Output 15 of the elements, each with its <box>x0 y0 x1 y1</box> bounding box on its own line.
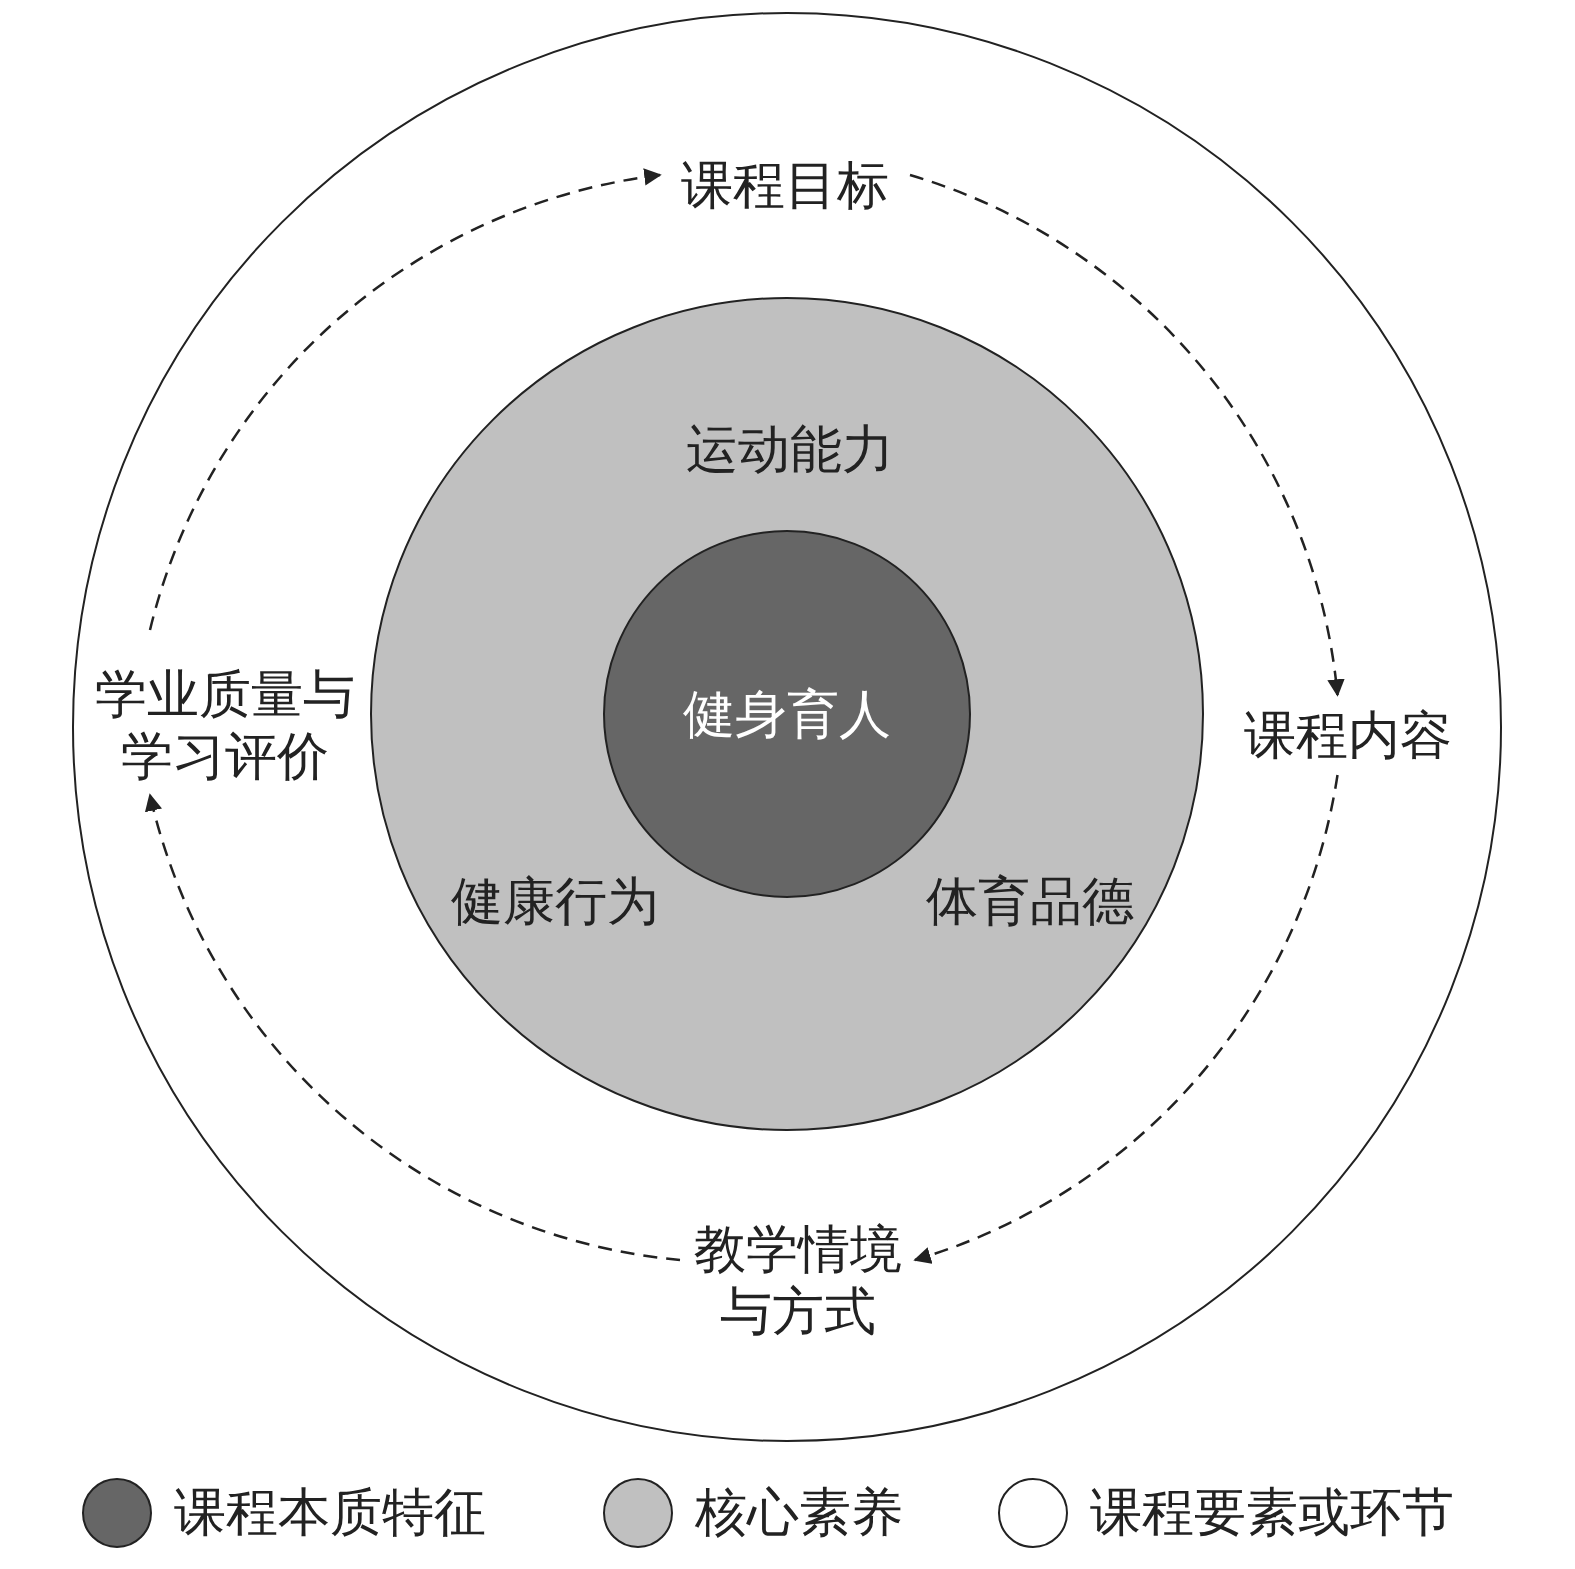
stage-label: 学业质量与学习评价 <box>80 660 370 790</box>
dashed-arrow <box>909 173 1344 697</box>
stage-label: 课程内容 <box>1230 700 1465 770</box>
legend-label: 课程本质特征 <box>174 1481 486 1544</box>
circle-label: 运动能力 <box>685 418 895 480</box>
stage-label: 教学情境与方式 <box>680 1215 915 1345</box>
circle-label: 健康行为 <box>450 870 660 932</box>
legend-label: 核心素养 <box>695 1481 903 1544</box>
stage-label: 课程目标 <box>660 145 910 225</box>
dashed-arrow <box>913 774 1339 1263</box>
dashed-arrow <box>146 793 681 1262</box>
legend-label: 课程要素或环节 <box>1090 1481 1454 1544</box>
dashed-arrow <box>148 169 662 631</box>
circle-label: 健身育人 <box>682 683 892 745</box>
circle-label: 体育品德 <box>925 870 1135 932</box>
